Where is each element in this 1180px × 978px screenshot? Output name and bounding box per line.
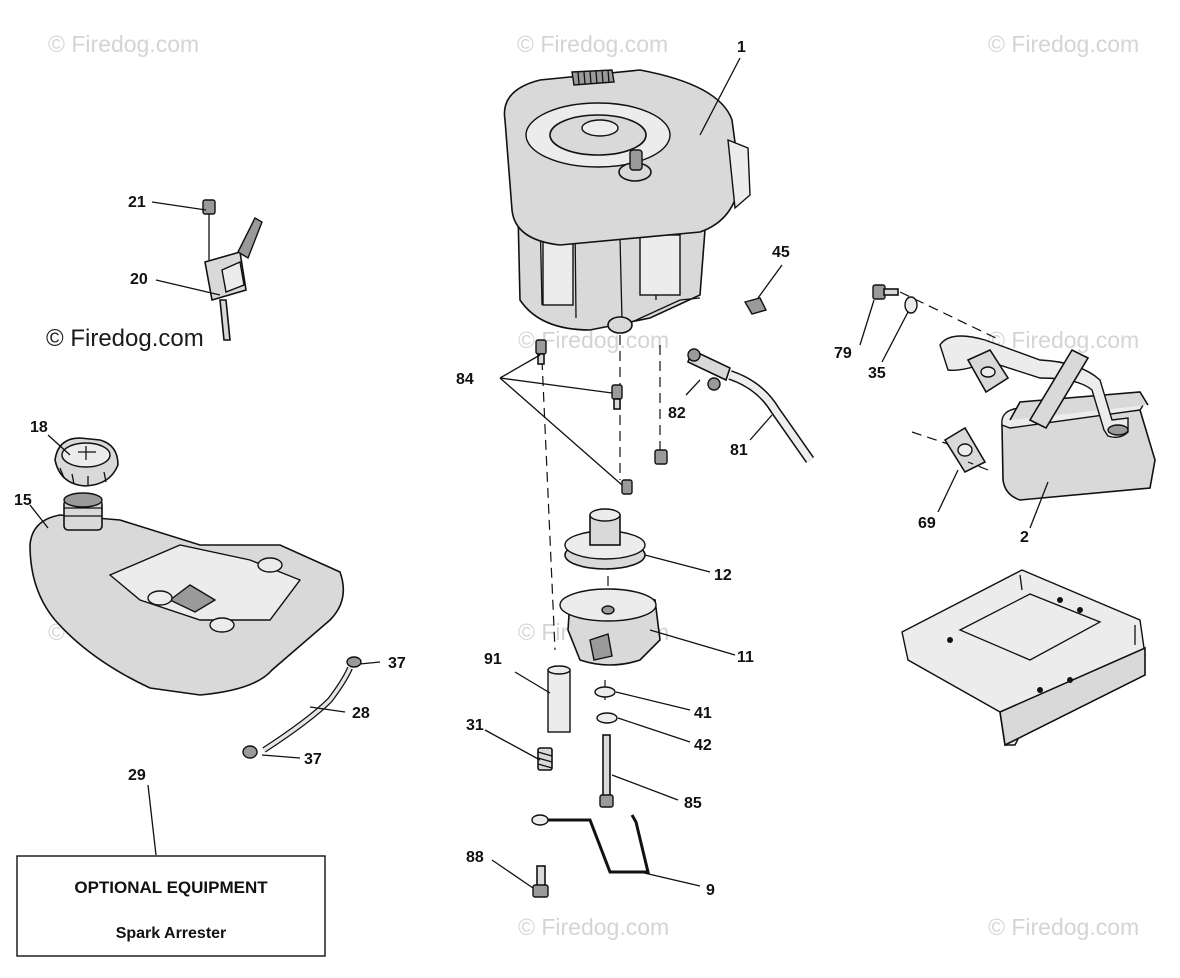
- callout-35: 35: [868, 365, 886, 382]
- fuel-tank-part: [29, 492, 345, 696]
- callout-85: 85: [684, 795, 702, 812]
- watermark: © Firedog.com: [48, 31, 199, 57]
- callout-11: 11: [737, 649, 754, 666]
- callout-28: 28: [352, 705, 370, 722]
- watermark-dark: © Firedog.com: [46, 325, 204, 352]
- callout-82: 82: [668, 405, 686, 422]
- watermark: © Firedog.com: [988, 327, 1139, 353]
- optional-equipment-item: Spark Arrester: [116, 925, 227, 942]
- callout-12: 12: [714, 567, 732, 584]
- callout-79: 79: [834, 345, 852, 362]
- callout-31: 31: [466, 717, 484, 734]
- callout-45: 45: [772, 244, 790, 261]
- optional-equipment-box: OPTIONAL EQUIPMENT Spark Arrester: [16, 855, 326, 957]
- callout-81: 81: [730, 442, 748, 459]
- callout-1: 1: [737, 39, 746, 56]
- optional-equipment-title: OPTIONAL EQUIPMENT: [74, 878, 268, 897]
- frame-plate-part: [901, 569, 1146, 747]
- watermark: © Firedog.com: [988, 31, 1139, 57]
- callout-2: 2: [1020, 529, 1029, 546]
- callout-9: 9: [706, 882, 715, 899]
- watermark: © Firedog.com: [517, 31, 668, 57]
- leader-lines: [29, 57, 1049, 889]
- fuel-hose-part: [242, 656, 362, 759]
- callouts: 1 2 9 11 12 15 18 20 21 28 29 31 35 37 3…: [14, 39, 1029, 899]
- callout-29: 29: [128, 767, 146, 784]
- throttle-control-part: [202, 199, 263, 341]
- callout-15: 15: [14, 492, 32, 509]
- center-parts: [531, 335, 668, 898]
- callout-41: 41: [694, 705, 712, 722]
- callout-69: 69: [918, 515, 936, 532]
- callout-18: 18: [30, 419, 48, 436]
- fuel-cap-part: [54, 437, 119, 487]
- callout-42: 42: [694, 737, 712, 754]
- muffler-part: [872, 284, 1156, 501]
- callout-91: 91: [484, 651, 502, 668]
- callout-84: 84: [456, 371, 474, 388]
- engine-part: [503, 69, 751, 334]
- watermark: © Firedog.com: [988, 914, 1139, 940]
- callout-21: 21: [128, 194, 146, 211]
- watermark: © Firedog.com: [518, 914, 669, 940]
- callout-37a: 37: [388, 655, 406, 672]
- callout-20: 20: [130, 271, 148, 288]
- fuel-filter-part: [687, 297, 815, 463]
- callout-37b: 37: [304, 751, 322, 768]
- callout-88: 88: [466, 849, 484, 866]
